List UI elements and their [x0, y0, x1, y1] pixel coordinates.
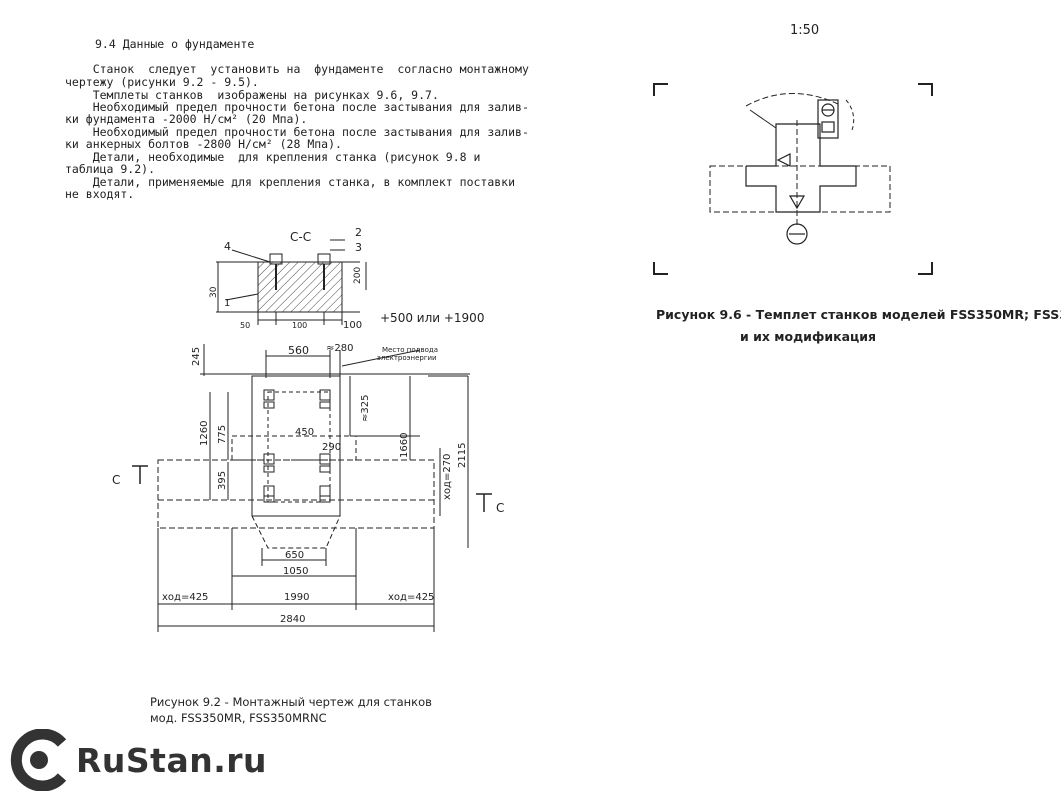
section-heading: 9.4 Данные о фундаменте	[95, 37, 255, 51]
dim-1990: 1990	[284, 592, 309, 603]
text-line: Темплеты станков изображены на рисунках …	[65, 88, 439, 102]
callout-4: 4	[224, 240, 231, 253]
dim-label: 50	[240, 321, 250, 330]
dim-2115: 2115	[457, 443, 468, 468]
callout-1: 1	[224, 298, 230, 309]
rustan-logo-text: RuStan.ru	[76, 740, 268, 780]
cut-label-right: С	[496, 501, 504, 515]
dim-290: 290	[322, 442, 341, 453]
rustan-logo: RuStan.ru	[8, 728, 267, 792]
dim-label: 30	[209, 286, 219, 298]
callout-2: 2	[355, 226, 362, 239]
dim-395: 395	[217, 471, 228, 490]
dim-stroke-425-right: ход=425	[388, 592, 434, 603]
dim-245: 245	[191, 347, 202, 366]
dim-450: 450	[295, 427, 314, 438]
caption-9-2: Рисунок 9.2 - Монтажный чертеж для станк…	[150, 695, 432, 709]
dim-label: 100	[343, 320, 362, 331]
dim-1660: 1660	[399, 433, 410, 458]
text-line: чертежу (рисунки 9.2 - 9.5).	[65, 75, 259, 89]
dim-stroke-270: ход=270	[442, 454, 453, 500]
dim-stroke-425-left: ход=425	[162, 592, 208, 603]
dim-560: 560	[288, 344, 309, 357]
caption-9-6: и их модификация	[740, 329, 876, 344]
callout-3: 3	[355, 241, 362, 254]
power-note: Место подвода	[382, 346, 438, 354]
caption-9-2: мод. FSS350MR, FSS350MRNC	[150, 711, 327, 725]
text-line: таблица 9.2).	[65, 162, 156, 176]
caption-9-6: Рисунок 9.6 - Темплет станков моделей FS…	[656, 307, 1061, 322]
dim-label: 200	[353, 267, 363, 284]
text-line: ки анкерных болтов -2800 Н/см² (28 Мпа).	[65, 137, 342, 151]
power-note: электроэнергии	[377, 354, 437, 362]
text-line: Станок следует установить на фундаменте …	[65, 62, 529, 76]
text-line: Необходимый предел прочности бетона посл…	[65, 100, 529, 114]
text-line: не входят.	[65, 187, 135, 201]
dim-label: 100	[292, 321, 307, 330]
text-line: Необходимый предел прочности бетона посл…	[65, 125, 529, 139]
dim-280: ≈280	[326, 343, 353, 354]
section-cc	[216, 239, 367, 325]
top-note: +500 или +1900	[380, 311, 484, 325]
text-line: Детали, необходимые для крепления станка…	[65, 150, 481, 164]
scale-label: 1:50	[790, 23, 819, 38]
dim-325: ≈325	[360, 395, 371, 422]
template-view	[653, 83, 933, 275]
cut-label-left: С	[112, 473, 120, 487]
dim-1050: 1050	[283, 566, 308, 577]
dim-2840: 2840	[280, 614, 305, 625]
rustan-logo-icon	[10, 729, 67, 791]
dim-775: 775	[217, 425, 228, 444]
section-label: С-С	[290, 230, 311, 244]
text-line: ки фундамента -2000 Н/см² (20 Мпа).	[65, 112, 308, 126]
text-line: Детали, применяемые для крепления станка…	[65, 175, 516, 189]
dim-650: 650	[285, 550, 304, 561]
dim-1260: 1260	[199, 421, 210, 446]
plan-view	[132, 344, 492, 632]
